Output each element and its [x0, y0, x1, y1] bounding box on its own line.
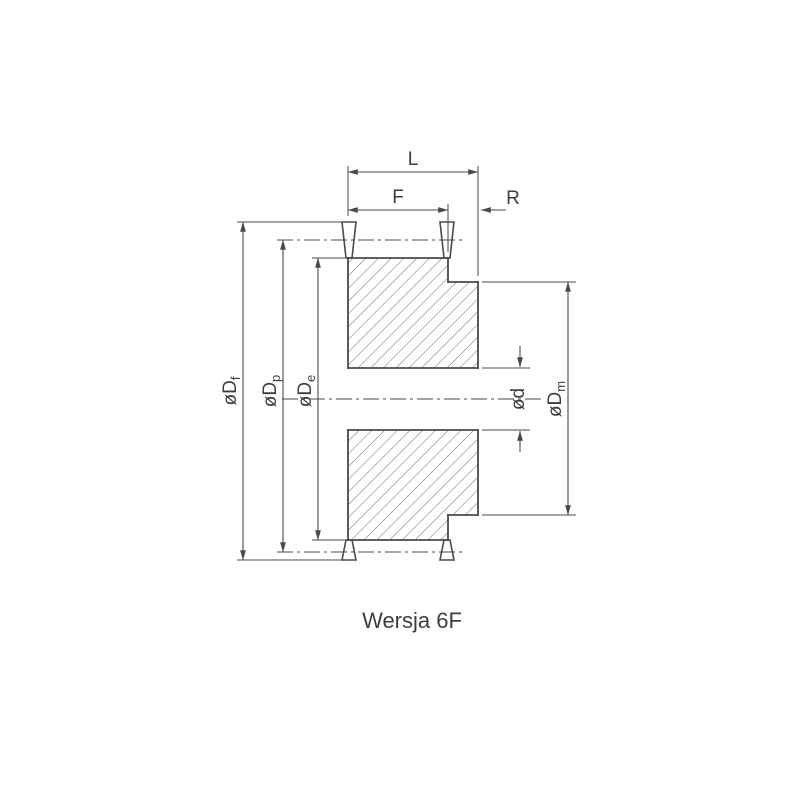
extension-lines: [237, 166, 576, 561]
hatch-body-lower: [348, 430, 448, 540]
dim-label-R: R: [506, 188, 520, 209]
centerlines: [277, 239, 543, 553]
dim-label-F: F: [392, 187, 404, 208]
section-hatching: [348, 258, 478, 540]
flange-bottom-left: [341, 539, 357, 561]
dim-label-Dm: øDm: [545, 381, 568, 417]
hatch-hub-upper: [448, 282, 478, 368]
dim-label-Dp: øDp: [260, 375, 283, 408]
drawing-caption: Wersja 6F: [362, 608, 462, 633]
dim-label-d: ød: [508, 388, 529, 410]
dimension-lines: [240, 169, 571, 561]
dimension-labels: L F R øDf øDp øDe ød øDm: [220, 149, 568, 417]
dim-label-De: øDe: [295, 375, 318, 408]
hatch-body-upper: [348, 258, 448, 368]
dim-label-L: L: [408, 149, 419, 170]
flange-bottom-right: [439, 539, 455, 561]
dim-label-Df: øDf: [220, 376, 243, 405]
hatch-hub-lower: [448, 430, 478, 515]
pulley-outline: [347, 257, 479, 541]
